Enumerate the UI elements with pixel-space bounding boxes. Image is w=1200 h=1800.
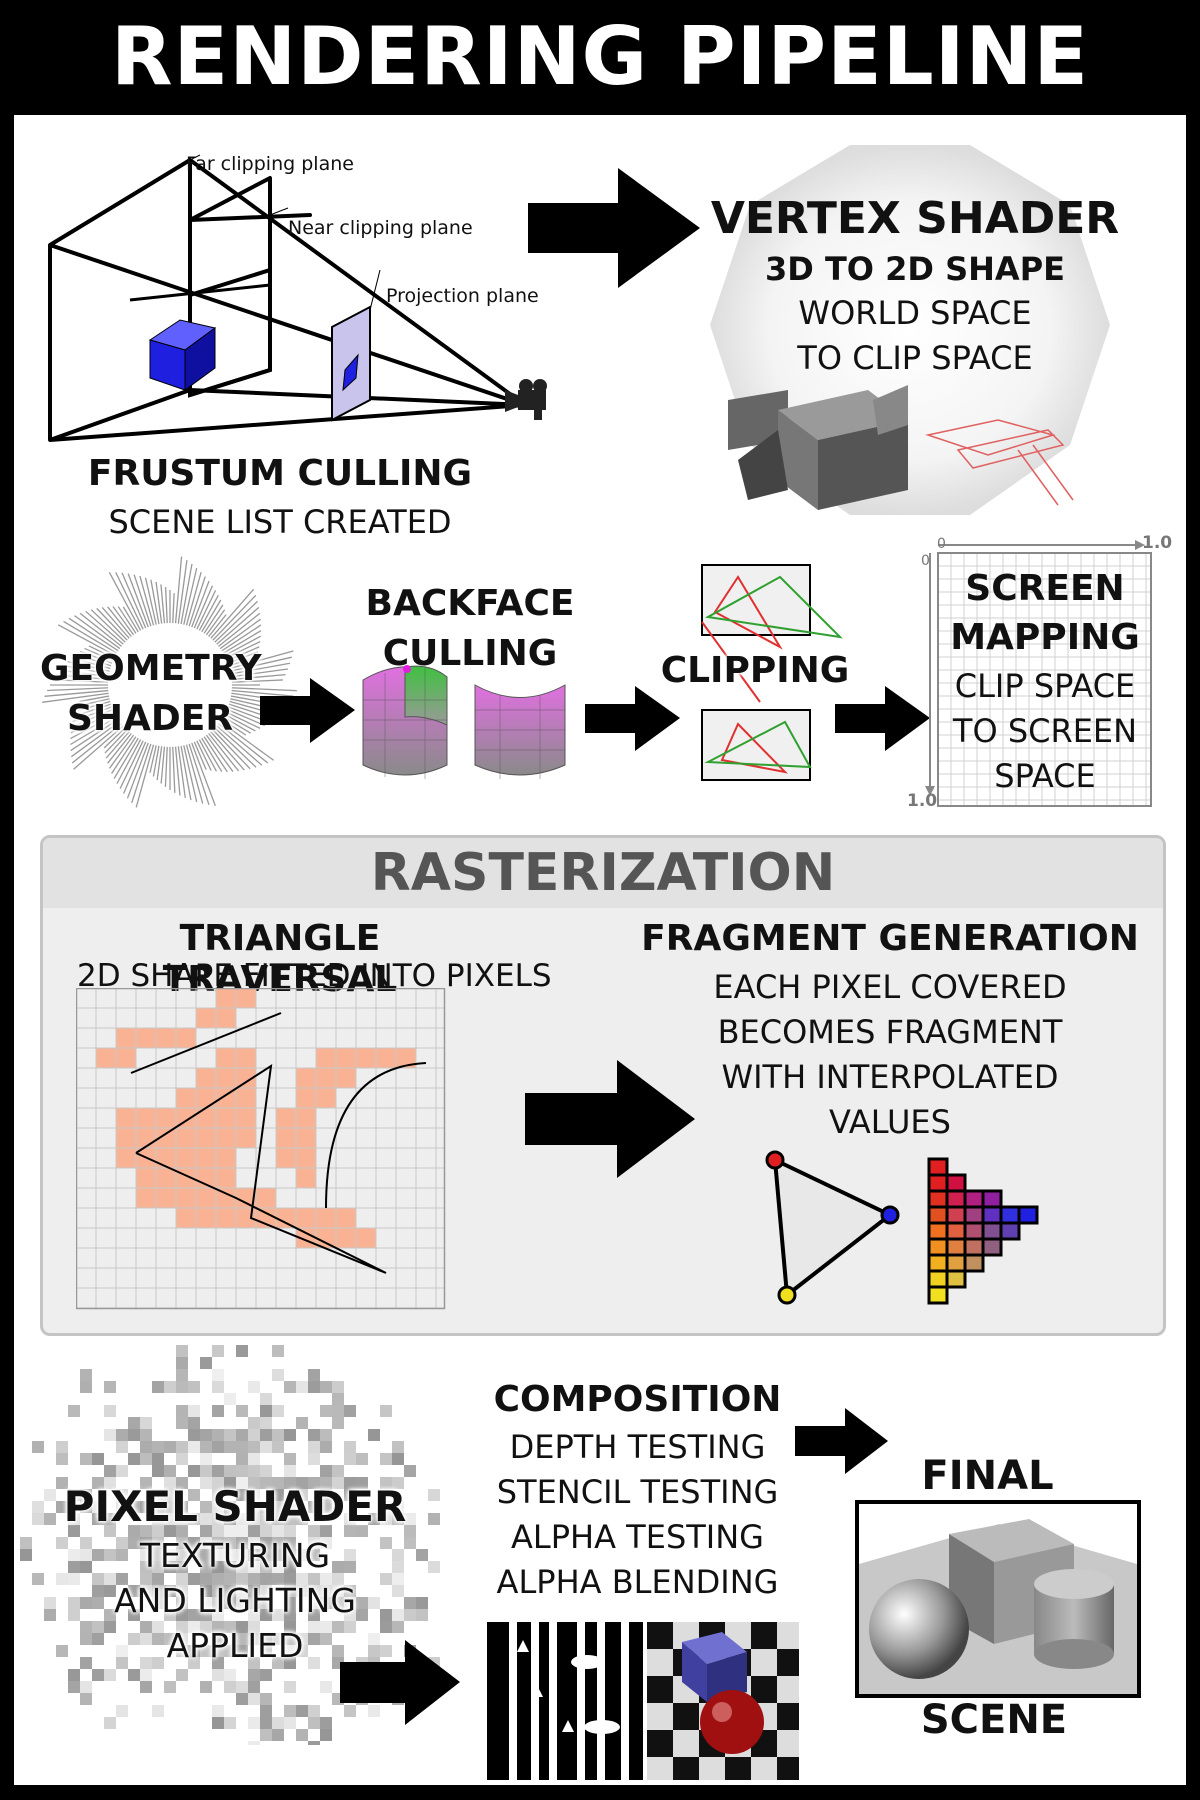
near-plane-label: Near clipping plane xyxy=(288,217,473,239)
far-plane-label: Far clipping plane xyxy=(186,153,354,175)
clipping-heading: CLIPPING xyxy=(660,650,850,691)
screen-line1: SCREEN xyxy=(965,568,1125,609)
composition-heading: COMPOSITION xyxy=(493,1379,782,1420)
geometry-line2: SHADER xyxy=(66,698,234,739)
arrow-right-icon xyxy=(528,168,700,288)
backface-line1: BACKFACE xyxy=(365,583,575,624)
screen-line2: MAPPING xyxy=(950,617,1140,658)
screen-mapping-grid xyxy=(925,540,1152,807)
axis-origin-y-label: 0 xyxy=(921,553,930,569)
final-line2: SCENE xyxy=(920,1697,1068,1743)
frustum-sub: SCENE LIST CREATED xyxy=(108,503,452,541)
arrow-right-icon xyxy=(260,678,355,743)
arrow-right-icon xyxy=(795,1408,888,1474)
backface-cylinders xyxy=(362,665,566,779)
final-scene-frame xyxy=(855,1500,1141,1698)
pixel-line3: APPLIED xyxy=(166,1626,304,1665)
traversal-heading: TRIANGLE TRAVERSAL xyxy=(162,918,398,1000)
rasterization-heading: RASTERIZATION xyxy=(370,843,836,903)
axis-y-max-label: 1.0 xyxy=(907,791,938,811)
composition-line1: DEPTH TESTING xyxy=(509,1428,766,1466)
clipping-diagram xyxy=(701,564,843,781)
pixel-shader-noise xyxy=(20,1345,440,1745)
checker-scene xyxy=(647,1622,799,1780)
screen-line4: TO SCREEN xyxy=(952,712,1138,750)
screen-line5: SPACE xyxy=(994,757,1096,795)
final-line1: FINAL xyxy=(921,1453,1054,1499)
projection-plane-label: Projection plane xyxy=(386,285,539,307)
fragment-line2: BECOMES FRAGMENT xyxy=(717,1013,1063,1051)
screen-line3: CLIP SPACE xyxy=(954,667,1136,705)
arrow-right-icon xyxy=(585,686,680,751)
vertex-model-illustration xyxy=(728,385,1074,510)
frustum-heading: FRUSTUM CULLING xyxy=(87,453,473,494)
fragment-heading: FRAGMENT GENERATION xyxy=(641,918,1139,959)
vertex-line3: TO CLIP SPACE xyxy=(797,339,1033,377)
composition-line3: ALPHA TESTING xyxy=(511,1518,764,1556)
arrow-right-icon xyxy=(525,1060,695,1178)
composition-strip xyxy=(487,1622,799,1780)
arrow-right-icon xyxy=(340,1640,460,1725)
geometry-burst xyxy=(42,556,297,808)
composition-line4: ALPHA BLENDING xyxy=(496,1563,779,1601)
fragment-pixels xyxy=(927,1157,1039,1305)
axis-origin-label: 0 xyxy=(937,536,946,552)
geometry-line1: GEOMETRY xyxy=(40,648,262,689)
axis-x-max-label: 1.0 xyxy=(1142,533,1173,553)
traversal-grid xyxy=(76,988,446,1310)
camera-icon xyxy=(505,379,547,420)
vertex-heading: VERTEX SHADER xyxy=(710,193,1120,244)
fragment-line1: EACH PIXEL COVERED xyxy=(713,968,1067,1006)
frustum-diagram xyxy=(48,154,547,442)
rasterization-header xyxy=(43,838,1163,908)
composition-line2: STENCIL TESTING xyxy=(496,1473,779,1511)
pixel-line2: AND LIGHTING xyxy=(114,1581,356,1620)
interpolated-triangle xyxy=(765,1150,900,1305)
page-title: RENDERING PIPELINE xyxy=(110,10,1090,103)
fragment-line4: VALUES xyxy=(829,1103,951,1141)
vertex-line2: WORLD SPACE xyxy=(798,294,1032,332)
final-scene-render xyxy=(859,1519,1137,1694)
pixel-heading: PIXEL SHADER xyxy=(63,1482,407,1531)
arrow-right-icon xyxy=(835,686,930,751)
vertex-line1: 3D TO 2D SHAPE xyxy=(764,250,1065,288)
fragment-line3: WITH INTERPOLATED xyxy=(721,1058,1059,1096)
pixel-line1: TEXTURING xyxy=(139,1536,331,1575)
